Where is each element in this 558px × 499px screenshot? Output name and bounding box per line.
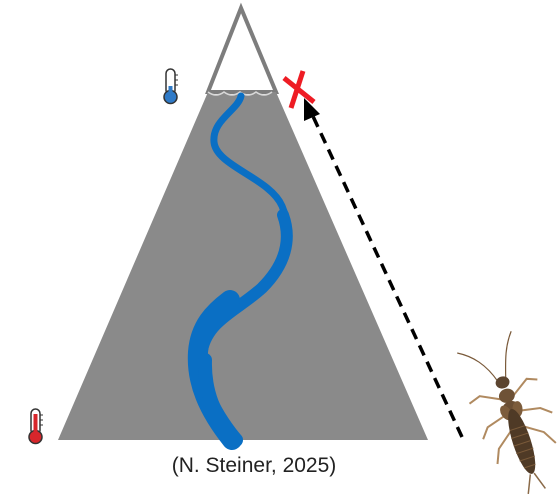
cold-thermometer-icon xyxy=(164,69,178,104)
snowcap xyxy=(208,8,276,92)
warm-thermometer-icon xyxy=(29,409,43,444)
citation-caption: (N. Steiner, 2025) xyxy=(172,454,337,477)
red-cross-icon xyxy=(284,71,314,108)
mountain-body xyxy=(58,92,428,440)
stonefly-icon xyxy=(452,327,558,499)
